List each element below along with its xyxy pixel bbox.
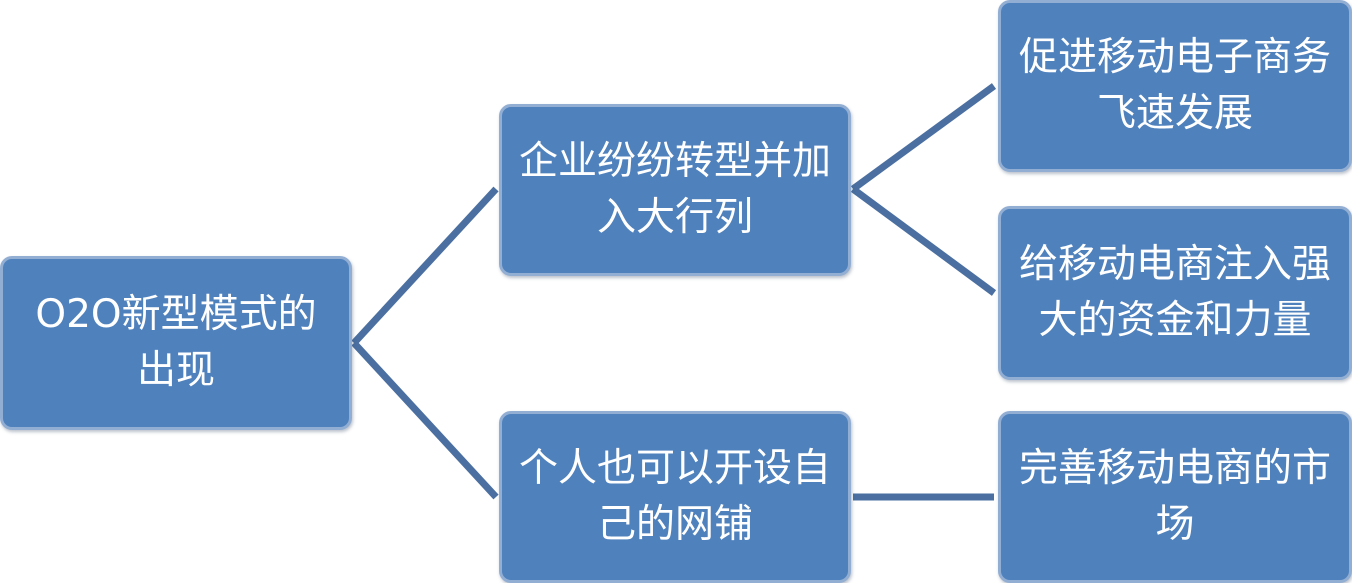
connector-root-mid2 (351, 340, 499, 500)
node-promote-mobile-ecommerce: 促进移动电子商务飞速发展 (998, 0, 1352, 172)
node-individuals-open-shops-label: 个人也可以开设自己的网铺 (518, 446, 831, 547)
node-improve-market-label: 完善移动电商的市场 (1018, 446, 1331, 547)
connector-root-mid1 (351, 186, 499, 346)
node-enterprises-transform: 企业纷纷转型并加入大行列 (499, 104, 851, 276)
node-o2o-new-model: O2O新型模式的出现 (0, 256, 352, 430)
node-enterprises-transform-label: 企业纷纷转型并加入大行列 (518, 139, 831, 240)
node-improve-market: 完善移动电商的市场 (998, 411, 1352, 583)
connector-mid1-leaf1 (850, 83, 997, 192)
node-inject-capital-label: 给移动电商注入强大的资金和力量 (1018, 242, 1331, 343)
node-promote-mobile-ecommerce-label: 促进移动电子商务飞速发展 (1018, 35, 1331, 136)
connector-mid1-leaf2 (850, 186, 997, 296)
node-o2o-new-model-label: O2O新型模式的出现 (35, 292, 317, 393)
node-individuals-open-shops: 个人也可以开设自己的网铺 (499, 411, 851, 583)
node-inject-capital: 给移动电商注入强大的资金和力量 (998, 206, 1352, 380)
